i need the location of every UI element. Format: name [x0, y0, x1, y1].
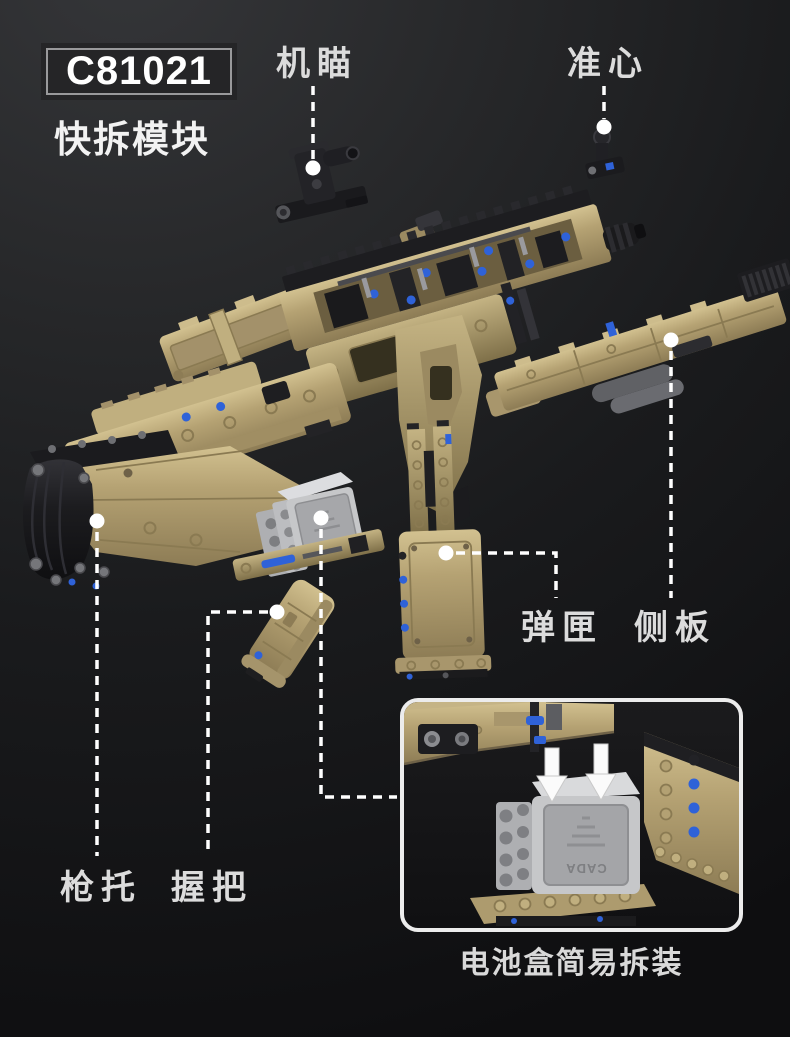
part-front-sight: [585, 128, 625, 180]
inset-caption: 电池盒简易拆装: [459, 947, 684, 980]
part-stock: [22, 430, 312, 590]
label-front-sight: 准心: [567, 45, 649, 83]
inset-receiver-beam: [404, 702, 615, 766]
label-iron-sight: 机瞄: [276, 45, 358, 83]
insert-arrows: [536, 743, 617, 804]
part-side-panel: [485, 258, 790, 417]
inset-grip-block: [644, 732, 739, 894]
label-grip: 握把: [171, 869, 253, 907]
model-number-badge: C81021: [41, 43, 237, 100]
down-arrow-icon: [585, 743, 617, 802]
battery-inset-render: CADA: [404, 702, 739, 926]
part-iron-sight: [275, 141, 368, 224]
part-magazine: [395, 420, 492, 680]
model-number: C81021: [65, 49, 213, 93]
battery-brand-text: CADA: [565, 861, 607, 876]
down-arrow-icon: [536, 747, 568, 804]
label-side-panel: 侧板: [634, 609, 716, 647]
battery-inset-panel: CADA: [400, 698, 743, 932]
label-stock: 枪托: [60, 869, 142, 907]
inset-battery-box: CADA: [496, 772, 640, 894]
label-magazine: 弹匣: [521, 609, 603, 647]
series-name: 快拆模块: [54, 119, 210, 160]
